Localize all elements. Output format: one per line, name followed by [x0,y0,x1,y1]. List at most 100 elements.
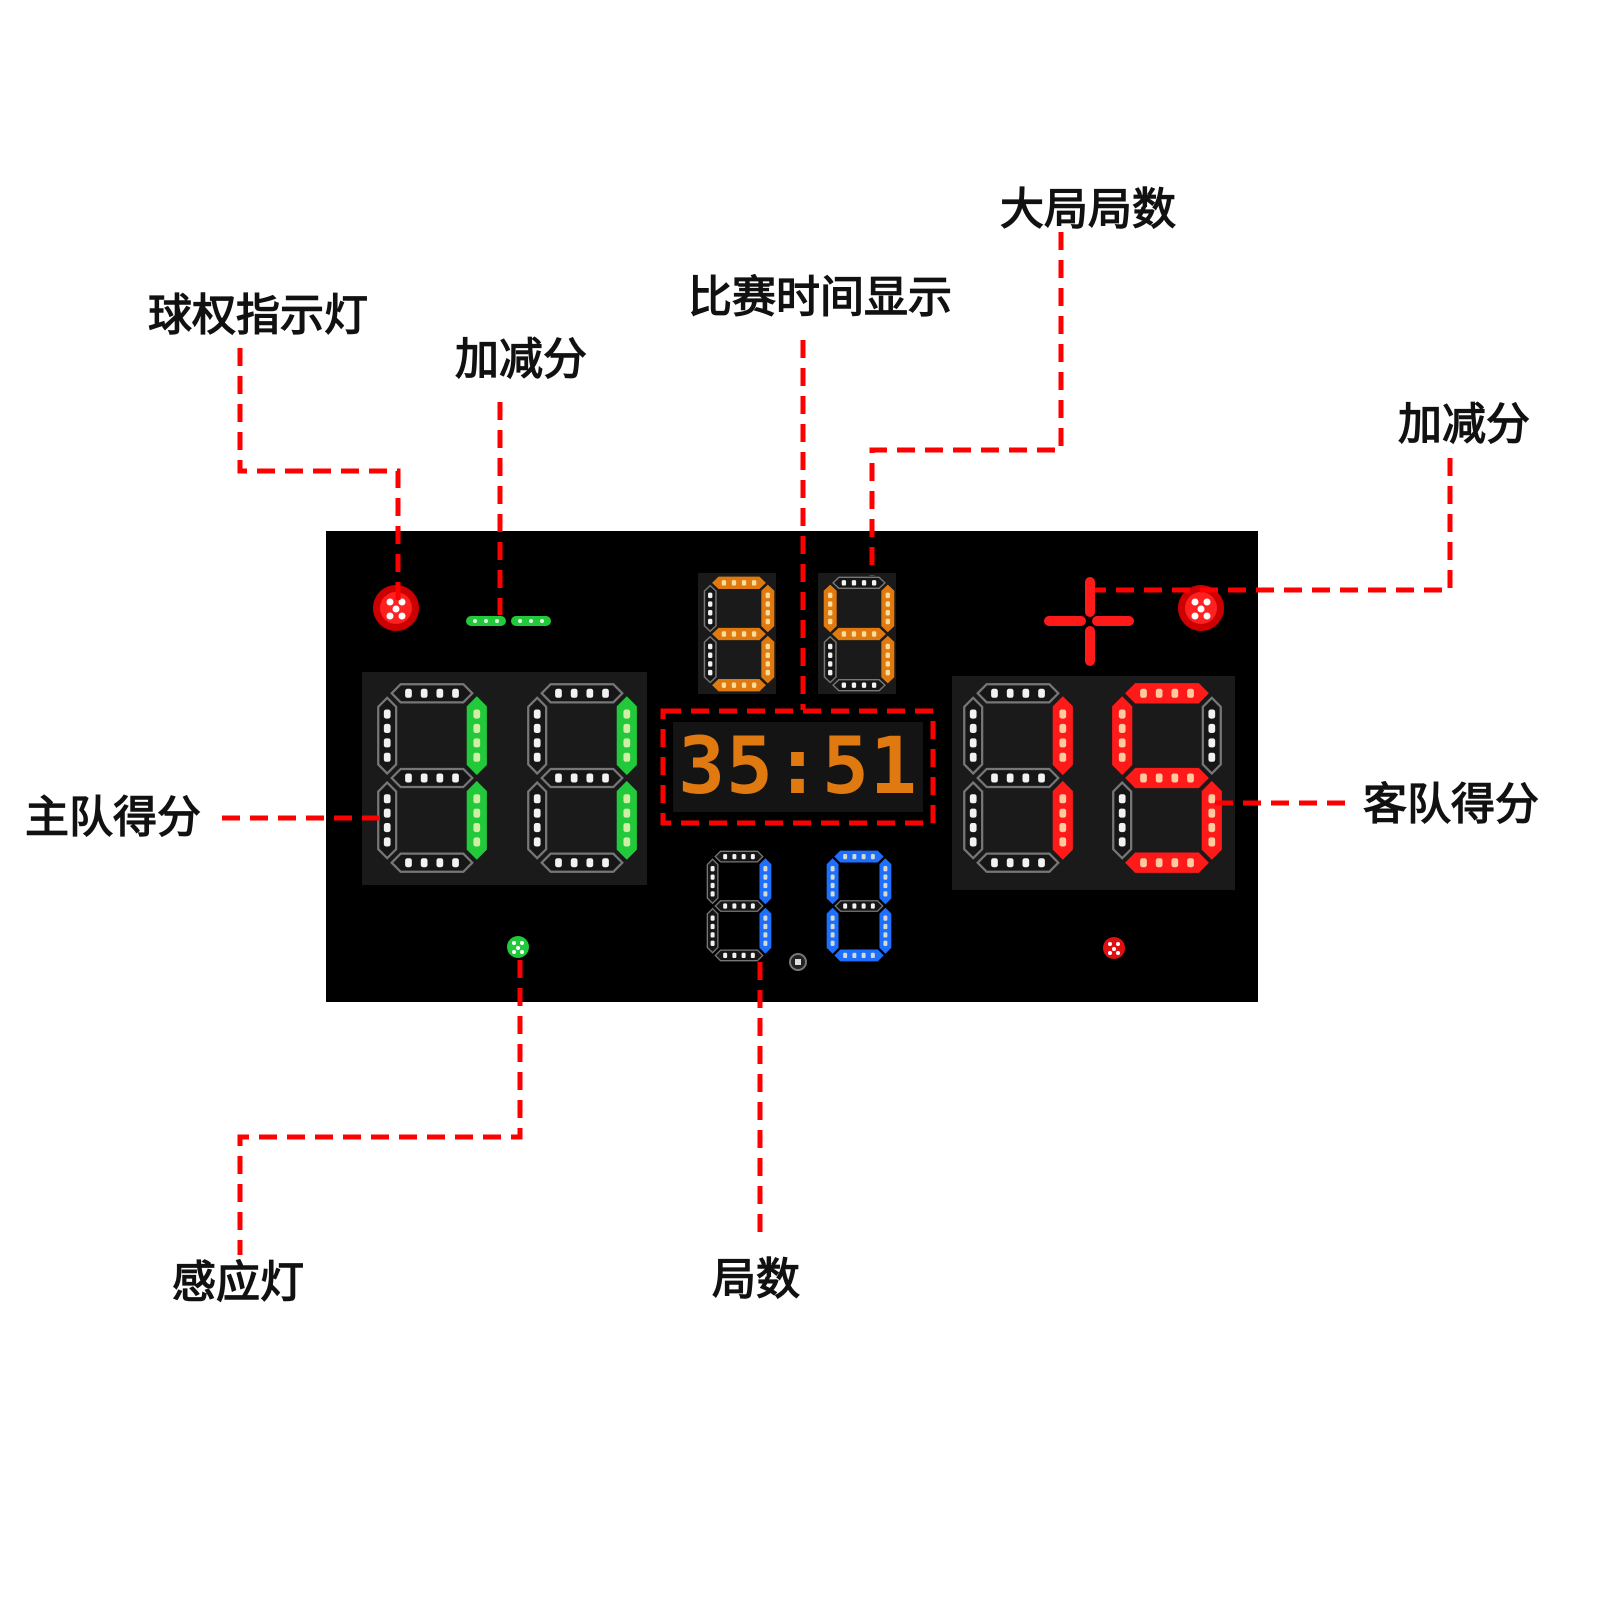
led-dot [861,682,867,688]
led-dot [741,952,746,959]
led-dot [1038,688,1045,698]
segment-e-off [527,780,548,860]
led-dot [861,853,866,860]
led-dot [765,652,770,658]
led-dot [473,752,481,762]
led-dot [710,882,715,889]
led-dot [763,915,768,921]
led-dot [851,682,857,688]
led-dot [1059,723,1067,733]
segment-a-off [714,850,764,863]
led-dot [852,903,857,909]
led-dot [885,643,890,650]
led-dot [751,631,757,637]
segment-f-lit [826,858,839,905]
led-dot [861,631,867,637]
led-dot [1038,858,1045,868]
led-dot [1140,688,1147,698]
led-dot [741,631,747,637]
led-dot [586,688,594,698]
led-dot [555,858,562,868]
led-dot [870,853,875,860]
led-dot [843,903,848,909]
segment-d-off [540,852,624,873]
segment-d-lit [1125,852,1209,873]
away-score-digit-tens [963,683,1073,873]
segment-f-off [706,858,719,905]
led-dot [750,903,755,909]
led-dot [533,723,541,733]
led-dot [765,618,770,625]
segment-d-lit [834,949,884,962]
led-dot [708,592,713,599]
led-dot [1059,794,1067,804]
led-dot [708,652,713,658]
segment-b-lit [881,584,895,633]
led-dot [602,688,609,698]
led-dot [710,932,715,938]
led-dot [533,837,541,847]
led-dot [885,661,890,667]
led-dot [1006,773,1014,783]
led-dot [473,823,481,833]
led-dot [763,882,768,889]
segment-d-off [714,949,764,962]
led-dot [885,618,890,625]
leader-sensor-light [237,960,523,1255]
led-dot [830,923,835,930]
led-dot [383,794,391,804]
led-dot [1171,773,1179,783]
led-dot [751,580,757,586]
led-dot [555,773,562,783]
segment-b-off [1201,696,1222,776]
led-dot [710,891,715,897]
segment-a-off [390,683,474,704]
segment-e-off [377,780,398,860]
led-dot [1059,752,1067,762]
segment-b-lit [761,584,775,633]
led-dot [750,952,755,959]
led-dot [1059,837,1067,847]
led-dot [852,853,857,860]
led-dot [843,952,848,959]
led-dot [883,882,888,889]
led-dot [533,738,541,748]
led-dot [861,952,866,959]
led-dot [885,601,890,607]
led-dot [1038,773,1045,783]
led-dot [765,592,770,599]
led-dot [763,940,768,946]
label-plus-minus-right: 加减分 [1398,399,1530,450]
led-dot [708,618,713,625]
led-dot [1208,808,1216,818]
segment-a-off [976,683,1060,704]
led-dot [830,866,835,872]
led-dot [763,874,768,880]
led-dot [533,808,541,818]
led-dot [473,723,481,733]
led-dot [828,610,833,616]
home-score-digit-tens [377,683,487,873]
led-dot [1208,823,1216,833]
segment-g-lit [1125,767,1209,789]
led-dot [883,874,888,880]
led-dot [602,858,609,868]
led-dot [870,903,875,909]
segment-b-lit [1052,696,1073,776]
segment-e-off [1112,780,1133,860]
segment-c-lit [881,635,895,684]
segment-b-lit [466,696,487,776]
led-dot [765,661,770,667]
away-score-digit-ones [1112,683,1222,873]
segment-c-lit [759,907,772,954]
segment-g-off [540,767,624,789]
segment-e-lit [826,907,839,954]
segment-f-off [703,584,717,633]
led-dot [710,940,715,946]
label-home-score: 主队得分 [25,792,201,843]
segment-e-off [706,907,719,954]
period-digit-ones [826,850,892,962]
led-dot [830,940,835,946]
led-dot [1155,688,1163,698]
led-dot [533,752,541,762]
